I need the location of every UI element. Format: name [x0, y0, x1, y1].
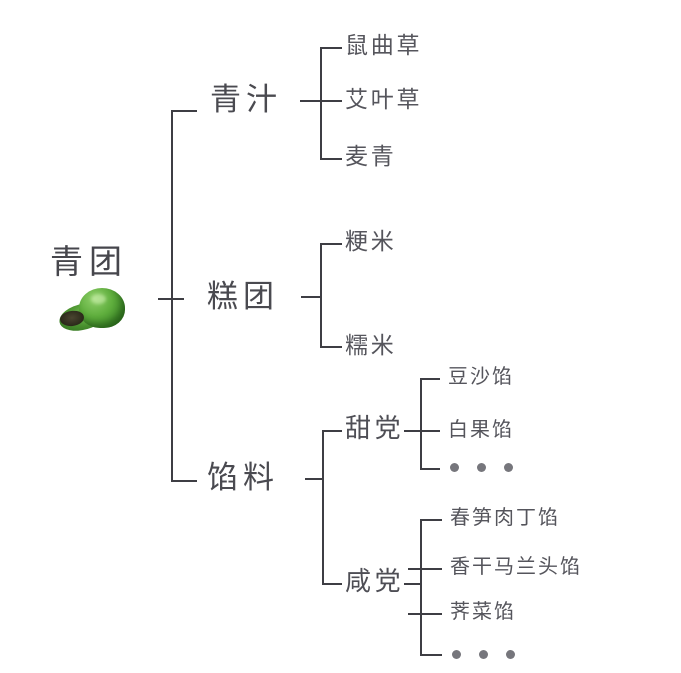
dot-3	[504, 463, 513, 472]
bracket-gaotuan-arm-2	[320, 346, 342, 348]
leaf-label-shuqucao: 鼠曲草	[345, 33, 423, 58]
bracket-xiandang-arm-1	[420, 519, 442, 521]
leaf-label-jingmi: 粳米	[345, 229, 397, 254]
branch-label-xianliao: 馅料	[207, 460, 279, 495]
leaf-label-nuomi: 糯米	[345, 333, 397, 358]
bracket-gaotuan-spine	[320, 243, 322, 348]
leaf-label-jicaixian: 荠菜馅	[450, 601, 516, 623]
bracket-tiandang-arm-2	[408, 430, 440, 432]
leaf-label-baiguo: 白果馅	[448, 419, 514, 441]
leaf-label-chunsunroudingxian: 春笋肉丁馅	[450, 507, 560, 529]
bracket-tiandang-arm-3	[420, 468, 440, 470]
bracket-xiandang-spine	[420, 519, 422, 656]
bracket-tiandang-arm-1	[420, 378, 440, 380]
subgroup-label-tiandang: 甜党	[345, 414, 405, 443]
dot-2	[477, 463, 486, 472]
leaf-label-xianggan-malantou: 香干马兰头馅	[450, 556, 582, 578]
bracket-qingzhi-arm-3	[320, 158, 342, 160]
bracket-xiandang-arm-4	[420, 654, 442, 656]
connector-xianliao	[305, 478, 323, 480]
branch-label-qingzhi: 青汁	[210, 82, 282, 117]
leaf-label-aiyecao: 艾叶草	[345, 87, 423, 112]
dot-2	[479, 650, 488, 659]
green-rice-ball-photo	[57, 288, 133, 334]
dot-3	[506, 650, 515, 659]
root-node-label: 青团	[50, 245, 128, 281]
leaf-label-dousha: 豆沙馅	[448, 366, 514, 388]
trunk-stub-bottom	[171, 480, 197, 482]
bracket-xianliao-spine	[322, 430, 324, 585]
ellipsis-tiandang	[450, 463, 513, 472]
branch-label-gaotuan: 糕团	[207, 279, 279, 314]
highlight-shape	[91, 294, 106, 304]
bracket-qingzhi-arm-1	[320, 47, 342, 49]
trunk-stub-middle	[158, 298, 184, 300]
connector-gaotuan	[301, 296, 321, 298]
dot-1	[452, 650, 461, 659]
bracket-qingzhi-arm-2	[308, 100, 342, 102]
bracket-xiandang-arm-3	[408, 613, 442, 615]
bracket-tiandang-spine	[420, 378, 422, 470]
bracket-gaotuan-arm-1	[320, 243, 342, 245]
bracket-xiandang-arm-2	[408, 568, 442, 570]
subgroup-label-xiandang: 咸党	[345, 567, 405, 596]
bracket-xianliao-arm-sweet	[322, 430, 342, 432]
dot-1	[450, 463, 459, 472]
leaf-label-maiqing: 麦青	[345, 144, 397, 169]
trunk-stub-top	[171, 110, 197, 112]
bracket-xianliao-arm-salty	[322, 583, 342, 585]
connector-xiandang	[404, 583, 422, 585]
trunk-spine	[171, 110, 173, 482]
bracket-qingzhi-spine	[320, 47, 322, 160]
ellipsis-xiandang	[452, 650, 515, 659]
